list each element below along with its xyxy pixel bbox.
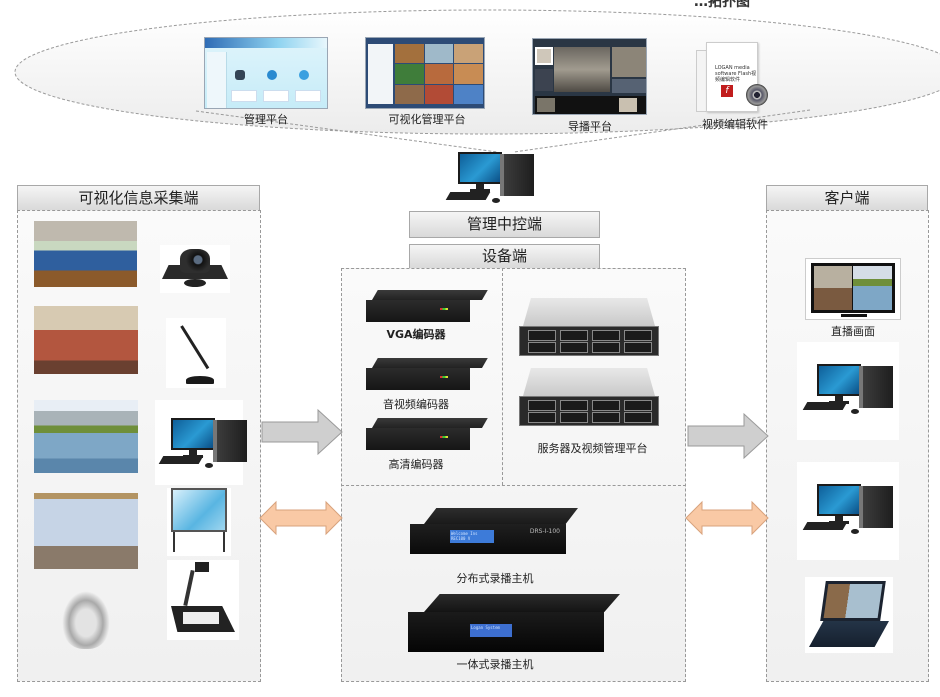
- director-platform-screenshot: [532, 38, 647, 115]
- device-label: VGA编码器: [386, 328, 446, 341]
- device-label: 分布式录播主机: [456, 572, 534, 585]
- software-box-brand: LOGAN media software Flash视频编辑软件: [715, 65, 757, 83]
- device-label: 一体式录播主机: [456, 658, 534, 671]
- device-label: 音视频编码器: [383, 398, 449, 411]
- panel-divider-horizontal: [341, 485, 686, 486]
- tv-live-view-icon: [805, 258, 901, 320]
- flash-icon: f: [721, 85, 733, 97]
- software-label: 可视化管理平台: [388, 113, 466, 126]
- rack-server-icon: [519, 368, 659, 430]
- desktop-pc-icon: [155, 400, 247, 485]
- whiteboard-photo: [34, 493, 138, 569]
- video-editing-software-box: LOGAN media software Flash视频编辑软件 f: [694, 38, 776, 115]
- ptz-camera-icon: [160, 245, 230, 293]
- laptop-icon: [805, 577, 893, 653]
- arrows-left-group: [259, 408, 343, 536]
- cropped-diagram-title: …拓扑图: [694, 0, 750, 10]
- arrows-right-group: [685, 412, 769, 536]
- av-encoder-icon: [366, 358, 488, 396]
- two-way-arrow: [685, 500, 769, 536]
- rack-server-icon: [519, 298, 659, 360]
- desktop-pc-icon: [797, 342, 899, 440]
- integrated-recorder-icon: Logan System: [408, 594, 620, 658]
- connector-line-left: [195, 110, 498, 153]
- desktop-pc-icon: [442, 148, 538, 210]
- panel-divider-vertical: [502, 268, 503, 485]
- cd-disc-icon: [746, 84, 768, 106]
- diamond-photo: [62, 591, 110, 649]
- management-control-header: 管理中控端: [409, 211, 600, 238]
- desktop-pc-icon: [797, 462, 899, 560]
- device-side-header: 设备端: [409, 244, 600, 269]
- one-way-arrow-right: [687, 412, 769, 460]
- hd-encoder-icon: [366, 418, 488, 456]
- software-label: 导播平台: [568, 120, 612, 133]
- client-label: 直播画面: [831, 325, 875, 338]
- client-side-header: 客户端: [766, 185, 928, 211]
- whiteboard-stand-icon: [167, 488, 231, 556]
- recorder-lcd: Welcome Ins REC100 V: [450, 530, 494, 543]
- vga-encoder-icon: [366, 290, 488, 328]
- auditorium-photo: [34, 306, 138, 374]
- device-label: 服务器及视频管理平台: [537, 442, 648, 455]
- distributed-recorder-icon: Welcome Ins REC100 V DRS-I-100: [410, 508, 578, 558]
- visual-management-platform-screenshot: [365, 37, 485, 109]
- classroom-photo: [34, 221, 137, 287]
- document-camera-icon: [167, 560, 239, 640]
- recorder-model: DRS-I-100: [529, 528, 560, 535]
- landscape-photo: [34, 400, 138, 473]
- management-platform-screenshot: [204, 37, 328, 109]
- gooseneck-microphone-icon: [166, 318, 226, 388]
- software-label: 管理平台: [244, 113, 288, 126]
- device-label: 高清编码器: [388, 458, 444, 471]
- one-way-arrow-right: [261, 408, 343, 456]
- recorder-lcd: Logan System: [470, 624, 512, 637]
- software-label: 视频编辑软件: [702, 118, 768, 131]
- two-way-arrow: [259, 500, 343, 536]
- capture-side-header: 可视化信息采集端: [17, 185, 260, 211]
